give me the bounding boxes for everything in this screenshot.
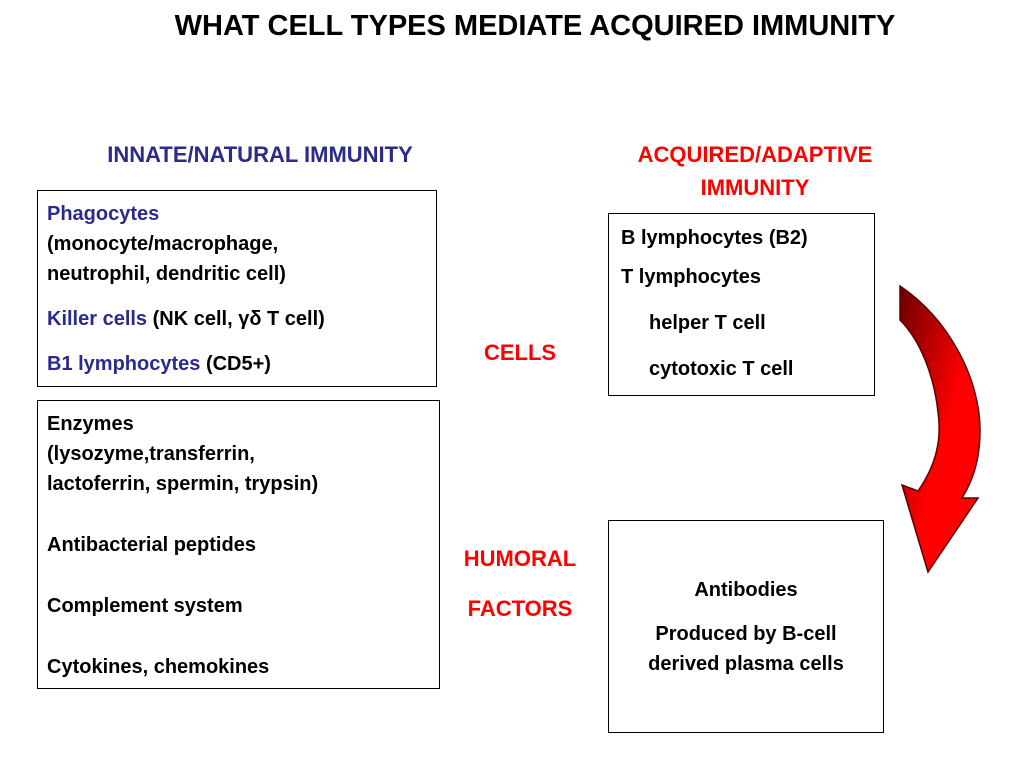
innate-immunity-heading: INNATE/NATURAL IMMUNITY bbox=[107, 142, 413, 167]
b-lymphocytes: B lymphocytes (B2) bbox=[621, 227, 808, 249]
killer-cells-label: Killer cells bbox=[47, 308, 148, 330]
page-title: WHAT CELL TYPES MEDIATE ACQUIRED IMMUNIT… bbox=[174, 10, 896, 42]
phagocytes-detail-2: neutrophil, dendritic cell) bbox=[47, 263, 286, 285]
b1-lymphocytes-label: B1 lymphocytes bbox=[47, 353, 201, 375]
enzymes-line-2: (lysozyme,transferrin, bbox=[47, 443, 255, 465]
killer-cells-detail: (NK cell, γδ T cell) bbox=[147, 308, 325, 330]
cells-label: CELLS bbox=[483, 340, 557, 365]
complement-system: Complement system bbox=[47, 595, 243, 617]
antibodies: Antibodies bbox=[694, 579, 798, 601]
produced-by-line-2: derived plasma cells bbox=[648, 653, 844, 675]
t-lymphocytes: T lymphocytes bbox=[621, 266, 762, 288]
enzymes-line-3: lactoferrin, spermin, trypsin) bbox=[47, 473, 319, 495]
innate-humoral-box: Enzymes (lysozyme,transferrin, lactoferr… bbox=[37, 400, 440, 689]
b1-lymphocytes-row: B1 lymphocytes (CD5+) bbox=[47, 349, 427, 379]
produced-by-line-1: Produced by B-cell bbox=[655, 623, 837, 645]
killer-cells-row: Killer cells (NK cell, γδ T cell) bbox=[47, 304, 427, 334]
factors-label: FACTORS bbox=[467, 596, 573, 621]
curved-down-arrow bbox=[899, 284, 981, 574]
b1-lymphocytes-detail: (CD5+) bbox=[200, 353, 271, 375]
innate-cells-box: Phagocytes (monocyte/macrophage, neutrop… bbox=[37, 190, 437, 387]
helper-t-cell: helper T cell bbox=[649, 312, 766, 334]
arrow-body bbox=[899, 284, 981, 574]
phagocytes-label: Phagocytes bbox=[47, 203, 160, 225]
acquired-heading-line-1: ACQUIRED/ADAPTIVE bbox=[637, 142, 873, 167]
humoral-label: HUMORAL bbox=[463, 546, 577, 571]
enzymes-line-1: Enzymes bbox=[47, 413, 134, 435]
phagocytes-detail-1: (monocyte/macrophage, bbox=[47, 233, 279, 255]
acquired-heading-line-2: IMMUNITY bbox=[700, 175, 810, 200]
antibacterial-peptides: Antibacterial peptides bbox=[47, 534, 256, 556]
acquired-cells-box: B lymphocytes (B2) T lymphocytes helper … bbox=[608, 213, 875, 396]
acquired-immunity-heading: ACQUIRED/ADAPTIVE IMMUNITY bbox=[580, 138, 930, 204]
cytotoxic-t-cell: cytotoxic T cell bbox=[649, 358, 794, 380]
acquired-humoral-box: Antibodies Produced by B-cell derived pl… bbox=[608, 520, 884, 733]
cytokines-chemokines: Cytokines, chemokines bbox=[47, 656, 270, 678]
